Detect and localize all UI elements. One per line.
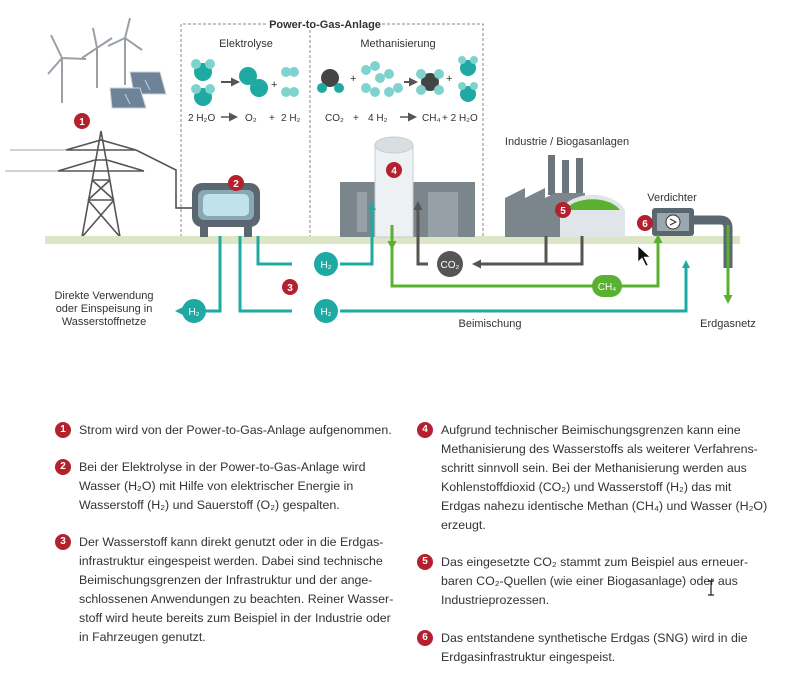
svg-text:+: +	[350, 73, 356, 85]
marker-1: 1	[74, 113, 90, 129]
svg-text:2: 2	[233, 179, 239, 190]
eq-electrolysis-h2: 2 H₂	[281, 113, 301, 124]
svg-text:+: +	[271, 79, 277, 91]
ch4-flow	[387, 225, 663, 288]
eq-methanation-h2o: + 2 H₂O	[442, 113, 478, 124]
legend-text: Das entstandene synthetische Erdgas (SNG…	[441, 631, 748, 664]
legend-badge: 4	[417, 422, 433, 438]
svg-text:6: 6	[642, 219, 648, 230]
ch4-tag: CH₄	[592, 275, 622, 297]
legend-text: Strom wird von der Power-to-Gas-Anlage a…	[79, 423, 392, 437]
label-admixture: Beimischung	[459, 318, 522, 330]
legend-text: Aufgrund technischer Beimischungsgrenzen…	[441, 423, 768, 532]
marker-4: 4	[386, 162, 402, 178]
solar-panel-icon	[109, 71, 167, 109]
svg-text:1: 1	[79, 117, 85, 128]
text-cursor-icon	[708, 580, 714, 596]
section-electrolysis: Elektrolyse	[219, 38, 273, 50]
eq-methanation-ch4: CH₄	[422, 113, 441, 124]
label-direct-use-1: Direkte Verwendung	[54, 290, 153, 302]
legend-text: Das eingesetzte CO₂ stammt zum Beispiel …	[441, 555, 749, 607]
plant-title: Power-to-Gas-Anlage	[269, 19, 381, 31]
power-to-gas-diagram: Power-to-Gas-Anlage Elektrolyse Methanis…	[5, 17, 756, 330]
svg-text:3: 3	[287, 283, 293, 294]
h2-tag-1: H₂	[314, 252, 338, 276]
svg-text:CO₂: CO₂	[441, 260, 460, 271]
eq-electrolysis-plus: +	[269, 113, 275, 124]
electrolysis-molecules: +	[191, 59, 299, 106]
eq-electrolysis-o2: O₂	[245, 113, 257, 124]
marker-5: 5	[555, 202, 571, 218]
label-gas-grid: Erdgasnetz	[700, 318, 756, 330]
methanation-molecules: + +	[317, 56, 478, 102]
eq-electrolysis-h2o: 2 H₂O	[188, 113, 215, 124]
eq-methanation-co2: CO₂	[325, 113, 344, 124]
legend-badge: 3	[55, 534, 71, 550]
svg-text:H₂: H₂	[320, 260, 331, 271]
legend-badge: 2	[55, 459, 71, 475]
methanation-plant-icon	[340, 136, 475, 238]
wind-turbine-icon	[47, 17, 143, 103]
plant-frame	[180, 23, 484, 237]
power-pylon-icon	[5, 130, 177, 238]
svg-text:+: +	[446, 73, 452, 85]
co2-flows	[413, 201, 584, 269]
mouse-cursor-icon	[637, 245, 651, 267]
label-direct-use-3: Wasserstoffnetze	[62, 316, 146, 328]
svg-text:H₂: H₂	[320, 307, 331, 318]
legend-badge: 6	[417, 630, 433, 646]
co2-tag: CO₂	[437, 251, 463, 277]
eq-methanation-plus: +	[353, 113, 359, 124]
marker-3: 3	[282, 279, 298, 295]
svg-text:CH₄: CH₄	[598, 282, 617, 293]
legend-badge: 1	[55, 422, 71, 438]
hydrogen-flows	[175, 202, 690, 315]
power-cable	[175, 195, 192, 209]
label-industry: Industrie / Biogasanlagen	[505, 136, 629, 148]
electrolyser-icon	[192, 183, 260, 237]
legend-text: Bei der Elektrolyse in der Power-to-Gas-…	[79, 460, 366, 512]
eq-methanation-h2: 4 H₂	[368, 113, 388, 124]
svg-text:H₂: H₂	[188, 307, 199, 318]
label-direct-use-2: oder Einspeisung in	[56, 303, 153, 315]
legend-text: Der Wasserstoff kann direkt genutzt oder…	[79, 535, 394, 644]
marker-2: 2	[228, 175, 244, 191]
h2-tag-2: H₂	[314, 299, 338, 323]
marker-6: 6	[637, 215, 653, 231]
industry-biogas-icon	[505, 155, 625, 237]
svg-text:5: 5	[560, 206, 566, 217]
svg-text:4: 4	[391, 166, 397, 177]
h2-tag-3: H₂	[182, 299, 206, 323]
legend-badge: 5	[417, 554, 433, 570]
section-methanation: Methanisierung	[360, 38, 435, 50]
compressor-icon	[652, 208, 694, 236]
label-compressor: Verdichter	[647, 192, 697, 204]
